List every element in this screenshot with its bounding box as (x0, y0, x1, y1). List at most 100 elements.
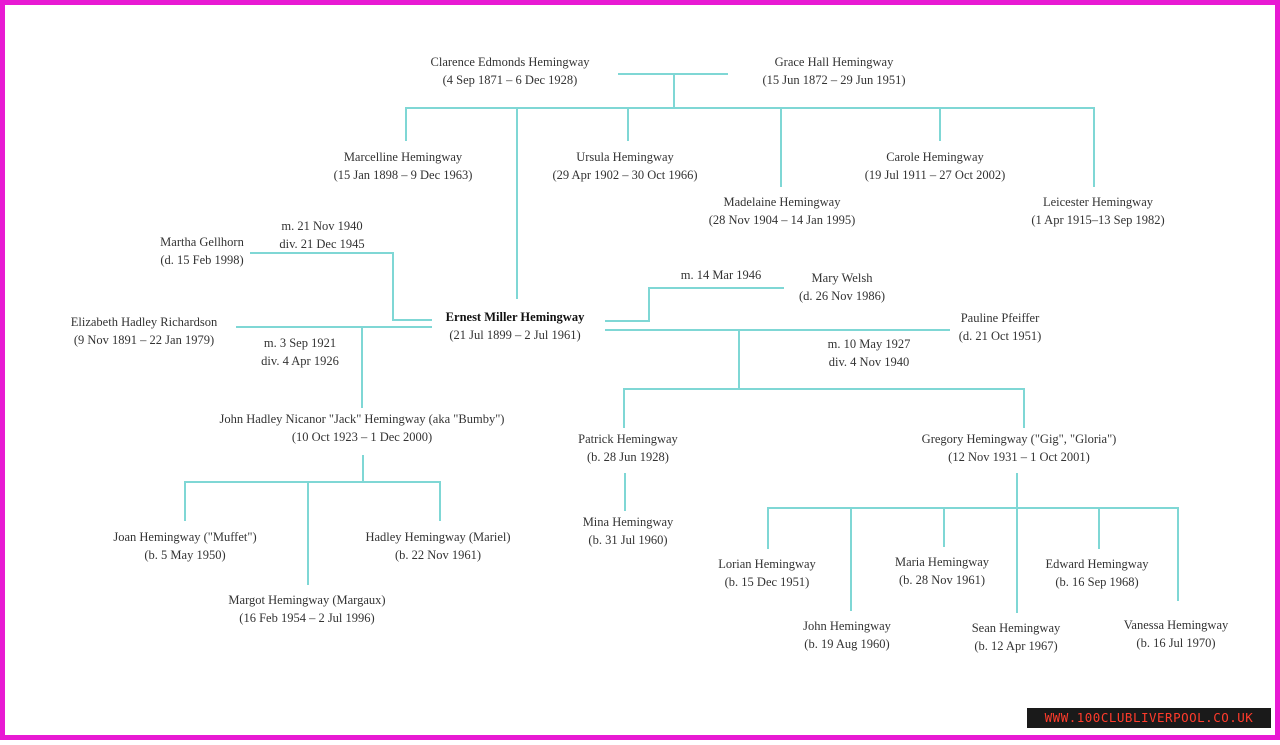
person-leicester: Leicester Hemingway (1 Apr 1915–13 Sep 1… (1031, 193, 1164, 229)
person-name: Elizabeth Hadley Richardson (70, 315, 218, 329)
family-tree-diagram: Clarence Edmonds Hemingway (4 Sep 1871 –… (5, 5, 1280, 745)
person-dates: (b. 22 Nov 1961) (394, 548, 482, 562)
person-ursula: Ursula Hemingway (29 Apr 1902 – 30 Oct 1… (552, 148, 697, 184)
person-name: John Hadley Nicanor "Jack" Hemingway (ak… (219, 412, 505, 426)
person-dates: (10 Oct 1923 – 1 Dec 2000) (291, 430, 433, 444)
connector-line (307, 481, 309, 585)
person-dates: (d. 21 Oct 1951) (958, 329, 1042, 343)
marriage-label-elizabeth: m. 3 Sep 1921 div. 4 Apr 1926 (261, 334, 339, 370)
person-john: John Hemingway (b. 19 Aug 1960) (803, 617, 891, 653)
divorce-date: div. 4 Nov 1940 (828, 355, 910, 369)
connector-line (362, 455, 364, 482)
connector-line (1023, 388, 1025, 428)
person-elizabeth: Elizabeth Hadley Richardson (9 Nov 1891 … (71, 313, 217, 349)
connector-line (1016, 473, 1018, 613)
person-ernest: Ernest Miller Hemingway (21 Jul 1899 – 2… (446, 308, 585, 344)
connector-line (624, 473, 626, 511)
connector-line (605, 329, 950, 331)
person-name: John Hemingway (803, 619, 891, 633)
person-mary: Mary Welsh (d. 26 Nov 1986) (799, 269, 885, 305)
person-dates: (29 Apr 1902 – 30 Oct 1966) (552, 168, 698, 182)
person-name: Edward Hemingway (1045, 557, 1149, 571)
person-name: Joan Hemingway ("Muffet") (113, 530, 257, 544)
connector-line (392, 319, 432, 321)
connector-line (943, 507, 945, 547)
person-maria: Maria Hemingway (b. 28 Nov 1961) (895, 553, 989, 589)
marriage-label-mary: m. 14 Mar 1946 (681, 266, 762, 284)
connector-line (405, 107, 407, 141)
connector-line (648, 287, 650, 322)
connector-line (1093, 107, 1095, 187)
connector-line (648, 287, 784, 289)
person-name: Sean Hemingway (971, 621, 1061, 635)
person-patrick: Patrick Hemingway (b. 28 Jun 1928) (578, 430, 678, 466)
connector-line (184, 481, 186, 521)
connector-line (250, 252, 393, 254)
person-lorian: Lorian Hemingway (b. 15 Dec 1951) (718, 555, 816, 591)
person-edward: Edward Hemingway (b. 16 Sep 1968) (1045, 555, 1148, 591)
person-dates: (b. 28 Jun 1928) (587, 450, 669, 464)
person-name: Gregory Hemingway ("Gig", "Gloria") (921, 432, 1117, 446)
connector-line (392, 252, 394, 320)
person-name: Maria Hemingway (894, 555, 990, 569)
connector-line (850, 507, 852, 611)
person-jack: John Hadley Nicanor "Jack" Hemingway (ak… (220, 410, 505, 446)
connector-line (939, 107, 941, 141)
person-dates: (16 Feb 1954 – 2 Jul 1996) (239, 611, 375, 625)
person-vanessa: Vanessa Hemingway (b. 16 Jul 1970) (1124, 616, 1229, 652)
person-name: Mary Welsh (811, 271, 873, 285)
person-dates: (b. 31 Jul 1960) (588, 533, 668, 547)
divorce-date: div. 21 Dec 1945 (279, 237, 365, 251)
person-name: Madelaine Hemingway (723, 195, 841, 209)
connector-line (767, 507, 769, 549)
person-dates: (b. 15 Dec 1951) (724, 575, 810, 589)
person-marcelline: Marcelline Hemingway (15 Jan 1898 – 9 De… (334, 148, 473, 184)
person-dates: (d. 26 Nov 1986) (798, 289, 886, 303)
person-dates: (d. 15 Feb 1998) (160, 253, 244, 267)
person-name: Vanessa Hemingway (1123, 618, 1229, 632)
connector-line (1098, 507, 1100, 549)
person-name: Mina Hemingway (582, 515, 674, 529)
watermark-banner: WWW.100CLUBLIVERPOOL.CO.UK (1027, 708, 1271, 728)
person-dates: (12 Nov 1931 – 1 Oct 2001) (948, 450, 1090, 464)
marriage-label-pauline: m. 10 May 1927 div. 4 Nov 1940 (828, 335, 911, 371)
person-dates: (4 Sep 1871 – 6 Dec 1928) (442, 73, 578, 87)
person-margot: Margot Hemingway (Margaux) (16 Feb 1954 … (228, 591, 385, 627)
person-dates: (9 Nov 1891 – 22 Jan 1979) (73, 333, 215, 347)
person-name: Pauline Pfeiffer (960, 311, 1040, 325)
person-hadley: Hadley Hemingway (Mariel) (b. 22 Nov 196… (365, 528, 510, 564)
person-name: Carole Hemingway (886, 150, 984, 164)
person-name: Martha Gellhorn (160, 235, 244, 249)
person-pauline: Pauline Pfeiffer (d. 21 Oct 1951) (959, 309, 1042, 345)
person-madelaine: Madelaine Hemingway (28 Nov 1904 – 14 Ja… (709, 193, 856, 229)
connector-line (623, 388, 625, 428)
connector-line (627, 107, 629, 141)
connector-line (1177, 507, 1179, 601)
person-mina: Mina Hemingway (b. 31 Jul 1960) (583, 513, 674, 549)
person-dates: (28 Nov 1904 – 14 Jan 1995) (708, 213, 856, 227)
person-gregory: Gregory Hemingway ("Gig", "Gloria") (12 … (922, 430, 1117, 466)
connector-line (768, 507, 1179, 509)
person-grace: Grace Hall Hemingway (15 Jun 1872 – 29 J… (762, 53, 905, 89)
person-dates: (15 Jan 1898 – 9 Dec 1963) (333, 168, 473, 182)
marriage-date: m. 10 May 1927 (827, 337, 911, 351)
person-dates: (1 Apr 1915–13 Sep 1982) (1031, 213, 1165, 227)
marriage-date: m. 3 Sep 1921 (263, 336, 337, 350)
connector-line (673, 74, 675, 108)
person-dates: (b. 16 Jul 1970) (1136, 636, 1216, 650)
person-name: Margot Hemingway (Margaux) (228, 593, 386, 607)
connector-line (361, 326, 363, 408)
person-name: Leicester Hemingway (1042, 195, 1154, 209)
person-sean: Sean Hemingway (b. 12 Apr 1967) (972, 619, 1061, 655)
marriage-date: m. 21 Nov 1940 (281, 219, 363, 233)
person-name: Marcelline Hemingway (343, 150, 463, 164)
person-dates: (21 Jul 1899 – 2 Jul 1961) (449, 328, 581, 342)
person-name: Ernest Miller Hemingway (445, 310, 585, 324)
connector-line (780, 107, 782, 187)
person-joan: Joan Hemingway ("Muffet") (b. 5 May 1950… (113, 528, 256, 564)
person-dates: (b. 16 Sep 1968) (1055, 575, 1139, 589)
person-martha: Martha Gellhorn (d. 15 Feb 1998) (160, 233, 244, 269)
person-dates: (b. 12 Apr 1967) (974, 639, 1058, 653)
connector-line (605, 320, 649, 322)
person-name: Clarence Edmonds Hemingway (430, 55, 590, 69)
